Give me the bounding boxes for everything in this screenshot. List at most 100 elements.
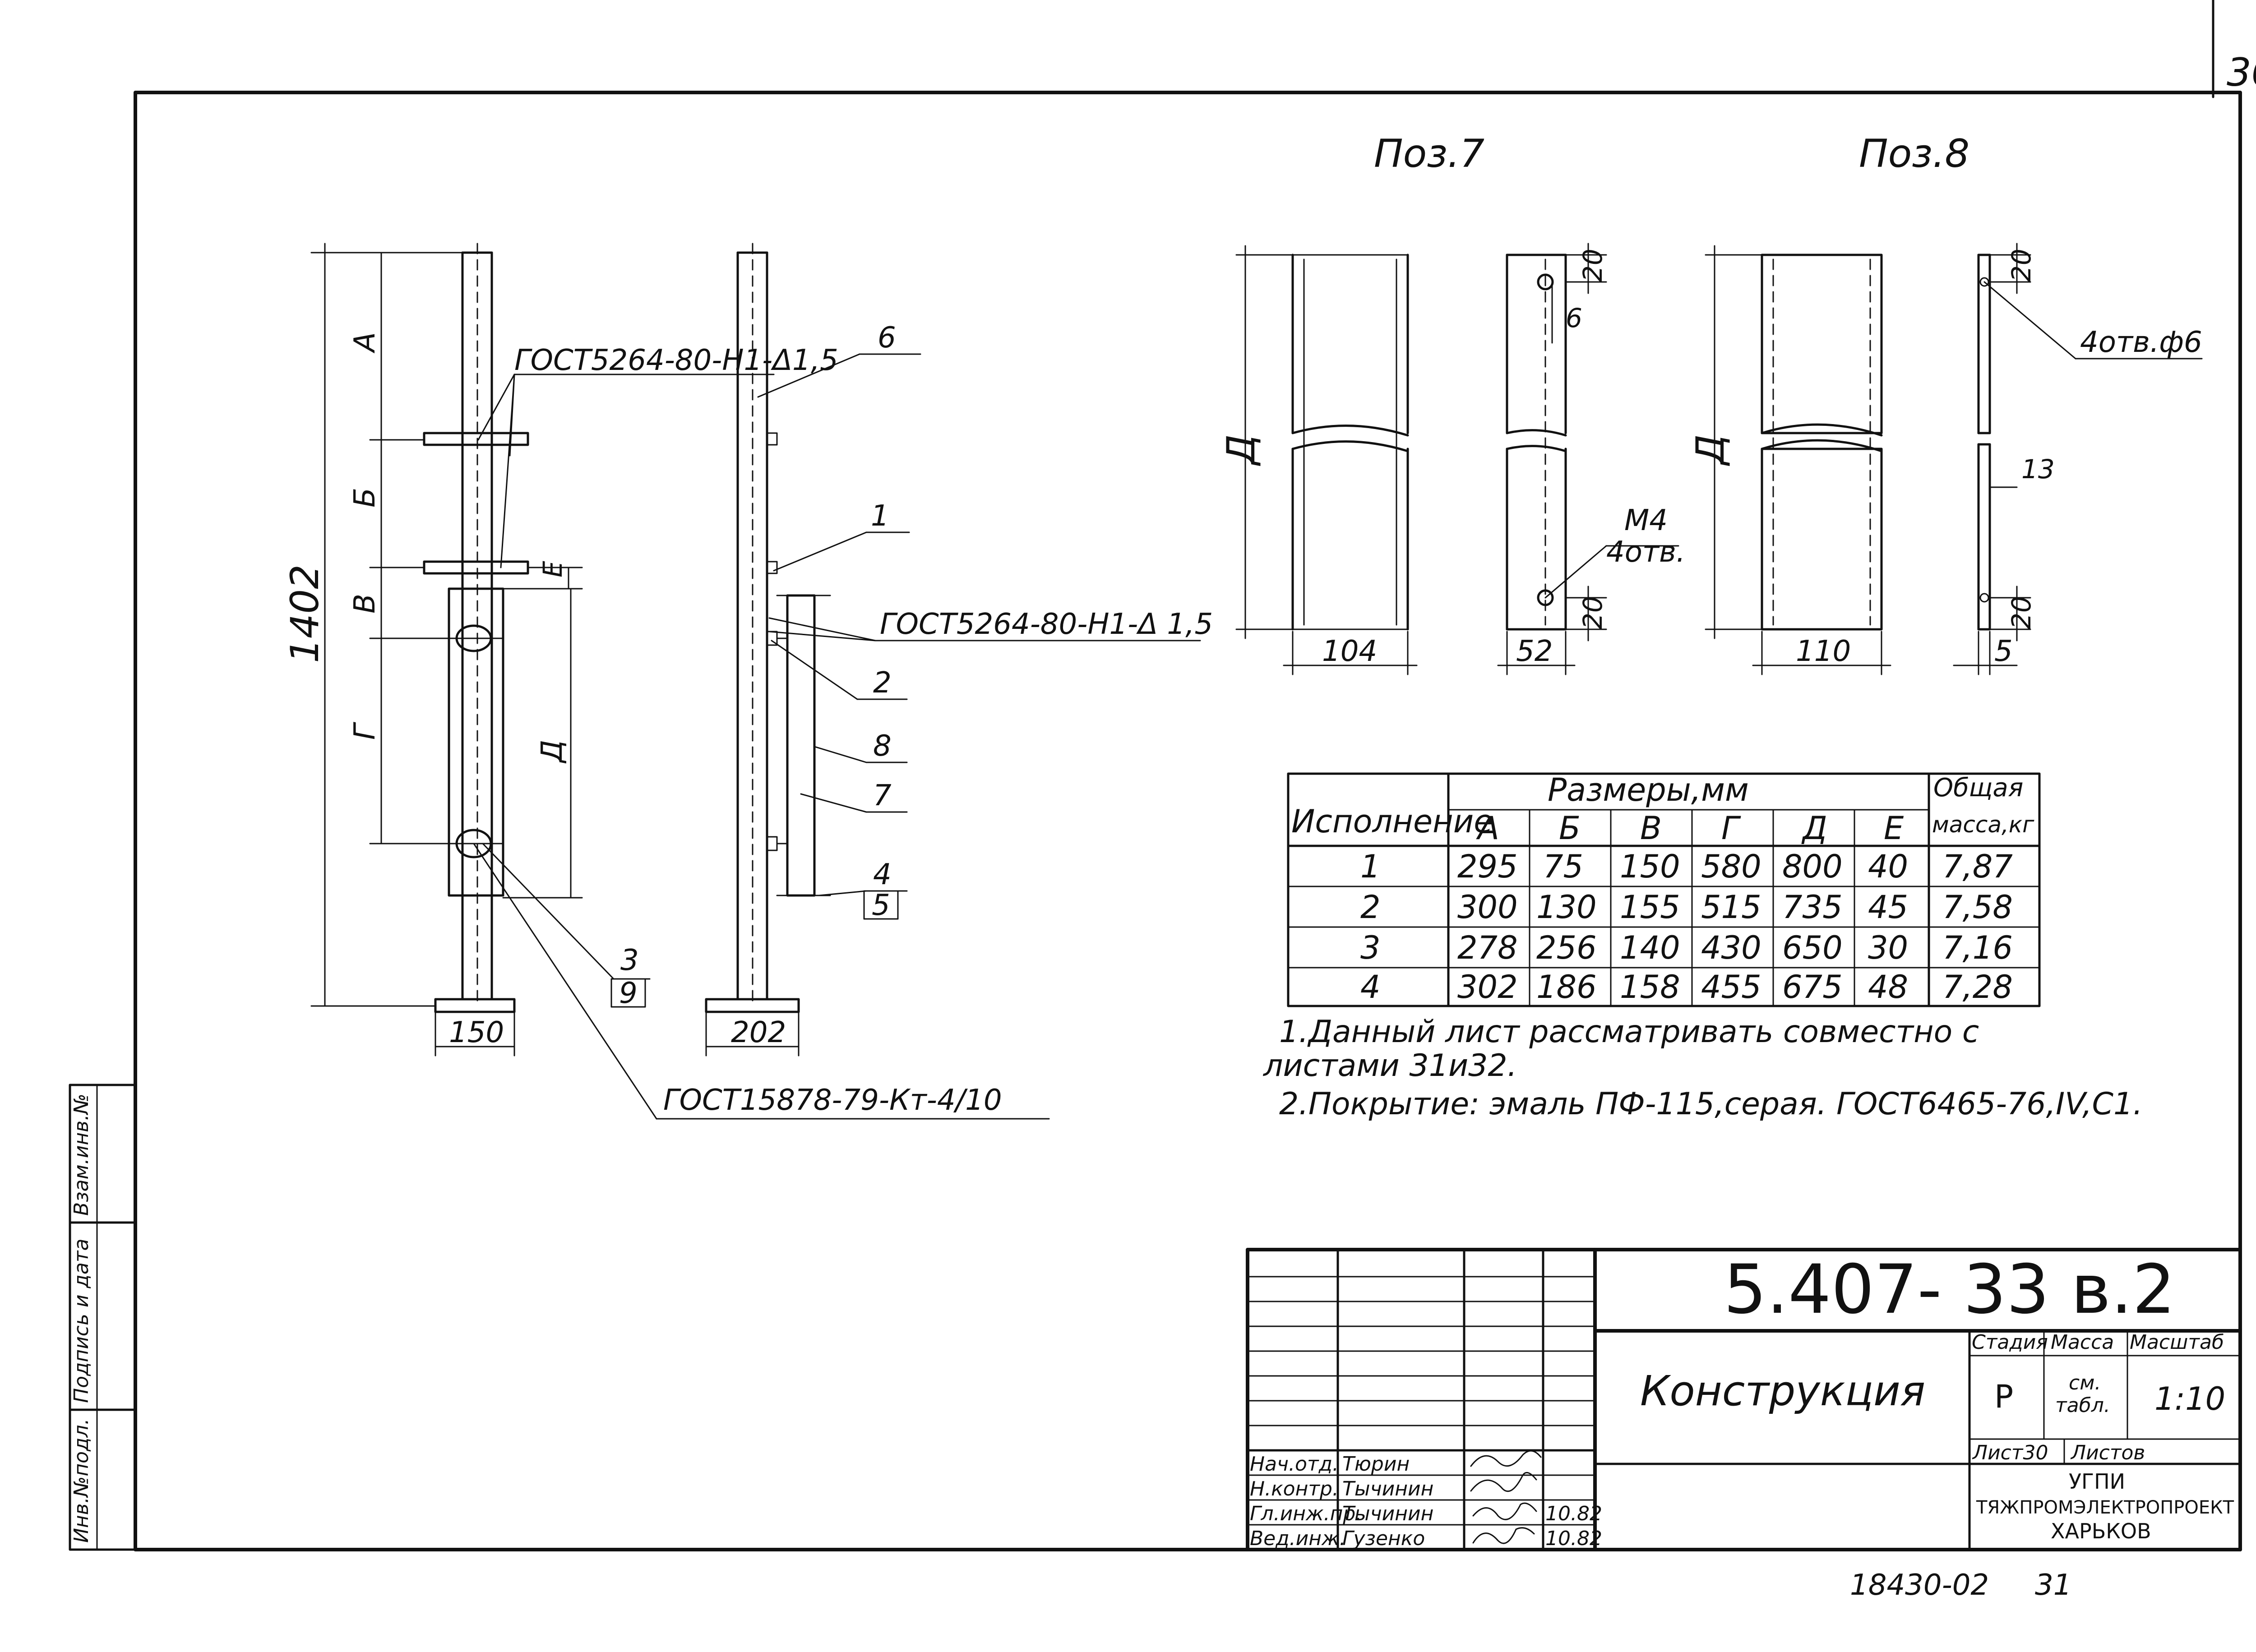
- pos7-dim-width: 104: [1322, 635, 1377, 668]
- th-col-e: Е: [1884, 810, 1904, 847]
- pos8-strip: 20 13 20 5 4отв.ф6: [1953, 243, 2203, 675]
- table-cell: 515: [1701, 889, 1761, 926]
- signature-4: [1472, 1527, 1535, 1544]
- title-stamp: 5.407- 33 в.2 Конструкция Стадия Масса М…: [1246, 1248, 2242, 1551]
- callout-5: 5: [872, 889, 890, 922]
- stamp-sheet: Лист30: [1972, 1441, 2048, 1464]
- page-number-box: 30: [2212, 0, 2256, 98]
- signer-role: Гл.инж.пр.: [1250, 1502, 1362, 1525]
- signer-name: Тюрин: [1342, 1453, 1410, 1476]
- stamp-sheets: Листов: [2070, 1441, 2145, 1464]
- table-cell: 295: [1457, 848, 1518, 885]
- pos7-front: Д 104: [1219, 245, 1418, 675]
- signature-1: [1470, 1450, 1542, 1467]
- table-cell: 155: [1620, 889, 1680, 926]
- callout-gost-top: ГОСТ5264-80-Н1-Δ1,5: [514, 344, 838, 377]
- side-stamp: Инв.№подл. Подпись и дата Взам.инв.№: [69, 1084, 137, 1551]
- sizes-table: Исполнение Размеры,мм Общая масса,кг А Б…: [1287, 771, 2041, 1007]
- table-cell: 430: [1701, 929, 1761, 966]
- pos7-dim-d: Д: [1219, 434, 1264, 466]
- stamp-stage-label: Стадия: [1972, 1331, 2048, 1354]
- pos7-dim-20-top: 20: [1577, 249, 1608, 282]
- stamp-scale: 1:10: [2154, 1380, 2225, 1417]
- th-exec: Исполнение: [1291, 803, 1493, 840]
- table-cell: 7,87: [1942, 848, 2013, 885]
- table-cell: 7,16: [1942, 929, 2013, 966]
- table-cell: 7,28: [1942, 969, 2013, 1006]
- side-stamp-inv: Инв.№подл.: [70, 1418, 93, 1543]
- pos8-title: Поз.8: [1859, 131, 1969, 176]
- stamp-stage: Р: [1994, 1378, 2013, 1415]
- pos7-strip: 20 6 20 52 М4 4отв.: [1497, 243, 1685, 675]
- side-stamp-sign: Подпись и дата: [70, 1239, 93, 1403]
- table-cell: 30: [1868, 929, 1908, 966]
- table-cell: 278: [1457, 929, 1518, 966]
- table-cell: 48: [1868, 969, 1908, 1006]
- dim-total: 1402: [282, 564, 328, 663]
- callout-gost-bottom: ГОСТ15878-79-Кт-4/10: [663, 1084, 1002, 1117]
- signer-name: Гузенко: [1342, 1527, 1425, 1550]
- table-cell: 3: [1360, 929, 1381, 966]
- callout-1: 1: [871, 499, 889, 533]
- table-cell: 45: [1868, 889, 1908, 926]
- note-line-1: 1.Данный лист рассматривать совместно с: [1279, 1014, 1979, 1050]
- table-cell: 800: [1782, 848, 1843, 885]
- table-cell: 150: [1620, 848, 1680, 885]
- pos8-dim-20-bottom: 20: [2006, 596, 2037, 629]
- table-cell: 650: [1782, 929, 1843, 966]
- th-col-d: Д: [1801, 810, 1827, 847]
- dim-base-side: 202: [731, 1016, 786, 1049]
- pos7-dim-strip: 52: [1516, 635, 1553, 668]
- table-cell: 130: [1536, 889, 1597, 926]
- pos8-hole-callout: 4отв.ф6: [2080, 326, 2202, 359]
- signer-name: Тычинин: [1342, 1477, 1433, 1500]
- stamp-org-3: ХАРЬКОВ: [2051, 1519, 2151, 1543]
- table-cell: 580: [1701, 848, 1761, 885]
- signer-role: Н.контр.: [1250, 1477, 1339, 1500]
- signature-3: [1472, 1502, 1537, 1520]
- table-cell: 7,58: [1942, 889, 2013, 926]
- th-col-a: А: [1476, 810, 1499, 847]
- dim-e: Е: [537, 561, 568, 577]
- pos7-title: Поз.7: [1374, 131, 1484, 176]
- table-cell: 186: [1536, 969, 1597, 1006]
- side-view: 202 6 1 ГОСТ5264-80-Н1-Δ 1,5 2 8 7 4 5: [705, 243, 1213, 1057]
- table-cell: 75: [1543, 848, 1583, 885]
- note-line-2: листами 31и32.: [1262, 1048, 1517, 1084]
- pos7-dim-20-bottom: 20: [1577, 596, 1608, 629]
- th-col-b: Б: [1559, 810, 1581, 847]
- stamp-mass-1: см.: [2069, 1371, 2101, 1394]
- signer-date: 10.82: [1545, 1502, 1602, 1525]
- th-mass-2: масса,кг: [1932, 812, 2034, 838]
- pos8-dim-width: 110: [1796, 635, 1851, 668]
- bottom-code: 18430-02: [1850, 1569, 1989, 1602]
- table-cell: 302: [1457, 969, 1518, 1006]
- callout-8: 8: [873, 729, 892, 763]
- th-col-g: Г: [1721, 810, 1741, 847]
- table-cell: 4: [1360, 969, 1381, 1006]
- callout-3: 3: [620, 944, 639, 977]
- dim-b: Б: [348, 488, 382, 508]
- signer-role: Вед.инж.: [1250, 1527, 1346, 1550]
- table-cell: 256: [1536, 929, 1597, 966]
- stamp-mass-2: табл.: [2055, 1394, 2110, 1417]
- pos8-dim-20-top: 20: [2006, 249, 2037, 282]
- signature-2: [1470, 1472, 1537, 1492]
- callout-4: 4: [873, 858, 892, 891]
- callout-2: 2: [873, 666, 892, 700]
- table-cell: 2: [1360, 889, 1381, 926]
- table-cell: 300: [1457, 889, 1518, 926]
- pos8-dim-d: Д: [1688, 434, 1733, 466]
- side-stamp-replace: Взам.инв.№: [70, 1094, 93, 1216]
- table-cell: 40: [1868, 848, 1908, 885]
- stamp-mass-label: Масса: [2051, 1331, 2114, 1354]
- callout-gost-side: ГОСТ5264-80-Н1-Δ 1,5: [880, 608, 1213, 641]
- th-sizes: Размеры,мм: [1548, 771, 1749, 808]
- dim-a: А: [348, 332, 382, 354]
- th-col-v: В: [1640, 810, 1662, 847]
- stamp-org-2: ТЯЖПРОМЭЛЕКТРОПРОЕКТ: [1976, 1497, 2234, 1518]
- table-cell: 675: [1782, 969, 1843, 1006]
- pos8-front: Д 110: [1688, 245, 1891, 675]
- table-cell: 140: [1620, 929, 1680, 966]
